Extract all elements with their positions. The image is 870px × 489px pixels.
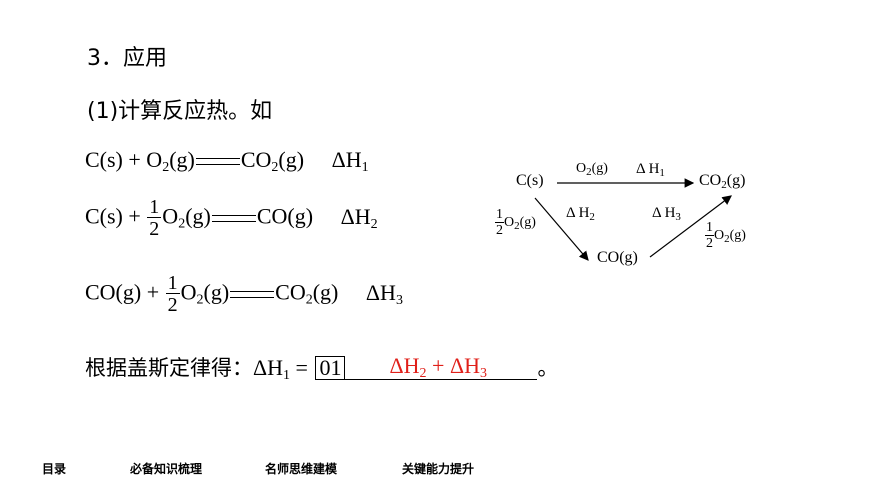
label-dh2: Δ H2	[566, 205, 595, 223]
answer-number-box: 01	[315, 356, 346, 380]
answer-text: ΔH2 + ΔH3	[389, 353, 487, 381]
answer-blank: ΔH2 + ΔH3	[345, 353, 538, 381]
nav-thinking-model[interactable]: 名师思维建模	[265, 462, 338, 476]
node-co2: CO2(g)	[699, 172, 746, 191]
nav-toc[interactable]: 目录	[42, 462, 67, 476]
nav-essential-knowledge[interactable]: 必备知识梳理	[130, 462, 203, 476]
delta-h-2: ΔH2	[340, 203, 378, 232]
label-dh1: Δ H1	[636, 161, 665, 179]
delta-h-1: ΔH1	[331, 147, 369, 175]
node-c: C(s)	[516, 172, 544, 189]
subheading: (1)计算反应热。如	[87, 99, 273, 124]
node-co: CO(g)	[597, 249, 638, 266]
arrow-co-to-co2	[649, 195, 732, 258]
label-dh3: Δ H3	[652, 205, 681, 223]
arrow-c-to-co	[534, 197, 589, 261]
label-o2-top: O2(g)	[576, 161, 608, 178]
double-bond-sign	[230, 291, 275, 298]
equation-1: C(s) + O2(g)CO2(g) ΔH1	[85, 147, 369, 175]
section-heading: 3．应用	[87, 46, 167, 71]
nav-ability-improvement[interactable]: 关键能力提升	[402, 462, 475, 476]
double-bond-sign	[195, 158, 240, 166]
double-bond-sign	[211, 215, 256, 222]
delta-h-3: ΔH3	[365, 279, 403, 308]
